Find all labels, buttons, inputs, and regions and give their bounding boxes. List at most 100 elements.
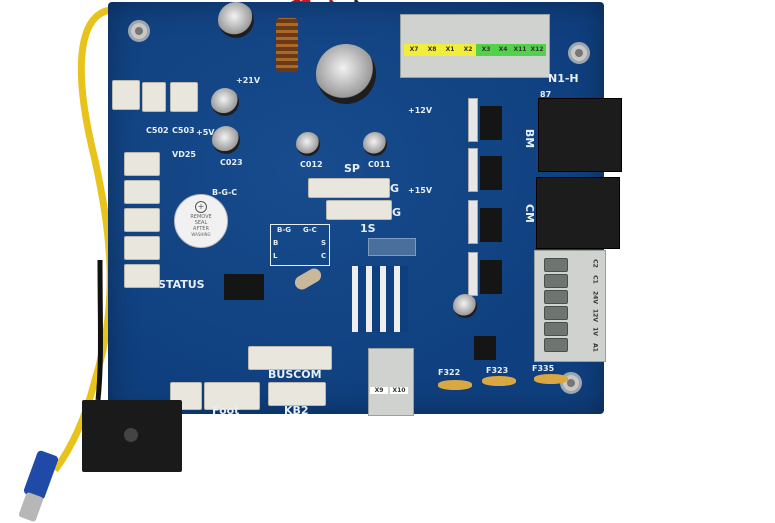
terminal-label: 12V [591,309,599,322]
buzzer: + REMOVE SEAL AFTER WASHING [174,194,228,248]
connector [124,236,160,260]
g-label: G [392,206,402,219]
mosfet [468,200,478,244]
mosfet-body [480,260,502,294]
terminal-label: X4 [498,46,508,53]
bm-label: BM [523,128,537,149]
terminal-label: X12 [530,46,544,53]
capacitor [211,88,239,116]
vd25-label: VD25 [172,150,196,159]
display-header [368,238,416,256]
terminal-label: X7 [409,46,419,53]
connector-foot [204,382,260,410]
screw-terminal [544,306,568,320]
status-label: STATUS [158,278,205,291]
foot-label: Foot [212,404,240,417]
c023-label: C023 [220,158,243,167]
buscom-label: BUSCOM [268,368,322,381]
buzzer-text: AFTER [193,226,209,232]
c011-label: C011 [368,160,391,169]
relay-bm [538,98,622,172]
connector-bus [248,346,332,370]
connector [124,264,160,288]
top-terminal-yellow [404,44,476,56]
relay-cm [536,177,620,249]
screw-terminal [544,290,568,304]
heatsink [352,266,408,332]
terminal-label: X1 [445,46,455,53]
terminal-label: X3 [481,46,491,53]
f335-label: F335 [532,364,555,373]
jumper-header: B-G [277,226,291,234]
ptc-fuse [482,376,516,386]
connector [170,82,198,112]
inductor [276,18,298,72]
f323-label: F323 [486,366,509,375]
mosfet [468,148,478,192]
ptc-fuse [438,380,472,390]
screw-terminal [544,258,568,272]
terminal-label: 24V [591,291,599,304]
connector [124,180,160,204]
jumper-right-label: C [321,252,327,260]
terminal-label: X10 [390,387,408,394]
capacitor [218,2,254,38]
capacitor [212,126,240,154]
terminal-label: 1V [591,327,599,336]
terminal-label: C1 [591,275,599,284]
connector [142,82,166,112]
n1h-label: N1-H [548,72,579,85]
mounting-hole [568,42,590,64]
plus12v-label: +12V [408,106,433,115]
capacitor [363,132,387,156]
plus5v-label: +5V [196,128,215,137]
terminal-label: X2 [463,46,473,53]
crystal [292,265,324,293]
buzzer-text: REMOVE [190,214,212,220]
connector [112,80,140,110]
mosfet-body [480,156,502,190]
b-g-c-label: B-G-C [212,188,238,197]
connector-kb2 [268,382,326,406]
terminal-label: A1 [591,343,599,352]
c012-label: C012 [300,160,323,169]
jumper-header: G-C [303,226,317,234]
mosfet [468,252,478,296]
jumper-table: B-G G-C B L S C [270,224,330,266]
c503-label: C503 [172,126,195,135]
kb2-label: KB2 [284,404,309,417]
pcb-board: X7 X8 X1 X2 X3 X4 X11 X12 N1-H 87 BM CM … [108,2,622,417]
ic-chip [224,274,264,300]
terminal-label: X9 [370,387,388,394]
large-capacitor [316,44,376,104]
screw-terminal [544,322,568,336]
top-terminal-green [476,44,546,56]
mosfet-body [480,106,502,140]
terminal-label: X11 [513,46,527,53]
terminal-label: X8 [427,46,437,53]
connector [124,152,160,176]
screw-terminal [544,338,568,352]
jumper-right-label: S [321,239,327,247]
1s-label: 1S [360,222,376,235]
mounting-hole-icon [124,428,138,442]
capacitor [296,132,320,156]
87-label: 87 [540,90,552,99]
ptc-fuse [534,374,568,384]
buzzer-text: SEAL [194,220,208,226]
plus21v-label: +21V [236,76,261,85]
voltage-regulator [474,336,496,360]
terminal-label: C2 [591,259,599,268]
g-label: G [390,182,400,195]
mosfet-body [480,208,502,242]
bridge-rectifier [82,400,182,472]
mounting-hole [128,20,150,42]
plus15v-label: +15V [408,186,433,195]
cm-label: CM [523,203,537,224]
connector-sp-g [308,178,390,198]
capacitor [453,294,477,318]
connector [124,208,160,232]
jumper-row-label: B [273,239,279,247]
c502-label: C502 [146,126,169,135]
connector-1s-g [326,200,392,220]
